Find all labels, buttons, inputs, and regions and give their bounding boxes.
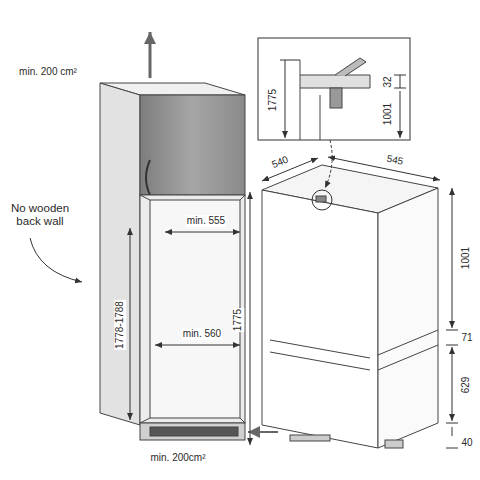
air-area-label: min. 200 cm² bbox=[18, 66, 78, 78]
dimension-label: 32 bbox=[382, 75, 394, 88]
dimension-label: 629 bbox=[460, 376, 472, 395]
dimension-label: 1001 bbox=[460, 246, 472, 270]
dimension-label: min. 555 bbox=[186, 215, 226, 227]
dimension-label: 545 bbox=[385, 153, 406, 168]
note-label: No wooden back wall bbox=[3, 202, 77, 228]
dimension-label: 540 bbox=[269, 153, 291, 171]
dimension-label: 1001 bbox=[382, 102, 394, 126]
dimension-label: 1775 bbox=[267, 88, 279, 112]
dimension-label: 1778-1788 bbox=[114, 300, 126, 350]
dimension-label: min. 560 bbox=[182, 328, 222, 340]
dimension-label: 1775 bbox=[232, 308, 244, 332]
dimension-label: 40 bbox=[460, 437, 473, 449]
air-area-label: min. 200cm² bbox=[149, 452, 206, 464]
dimension-label: 71 bbox=[460, 332, 473, 344]
